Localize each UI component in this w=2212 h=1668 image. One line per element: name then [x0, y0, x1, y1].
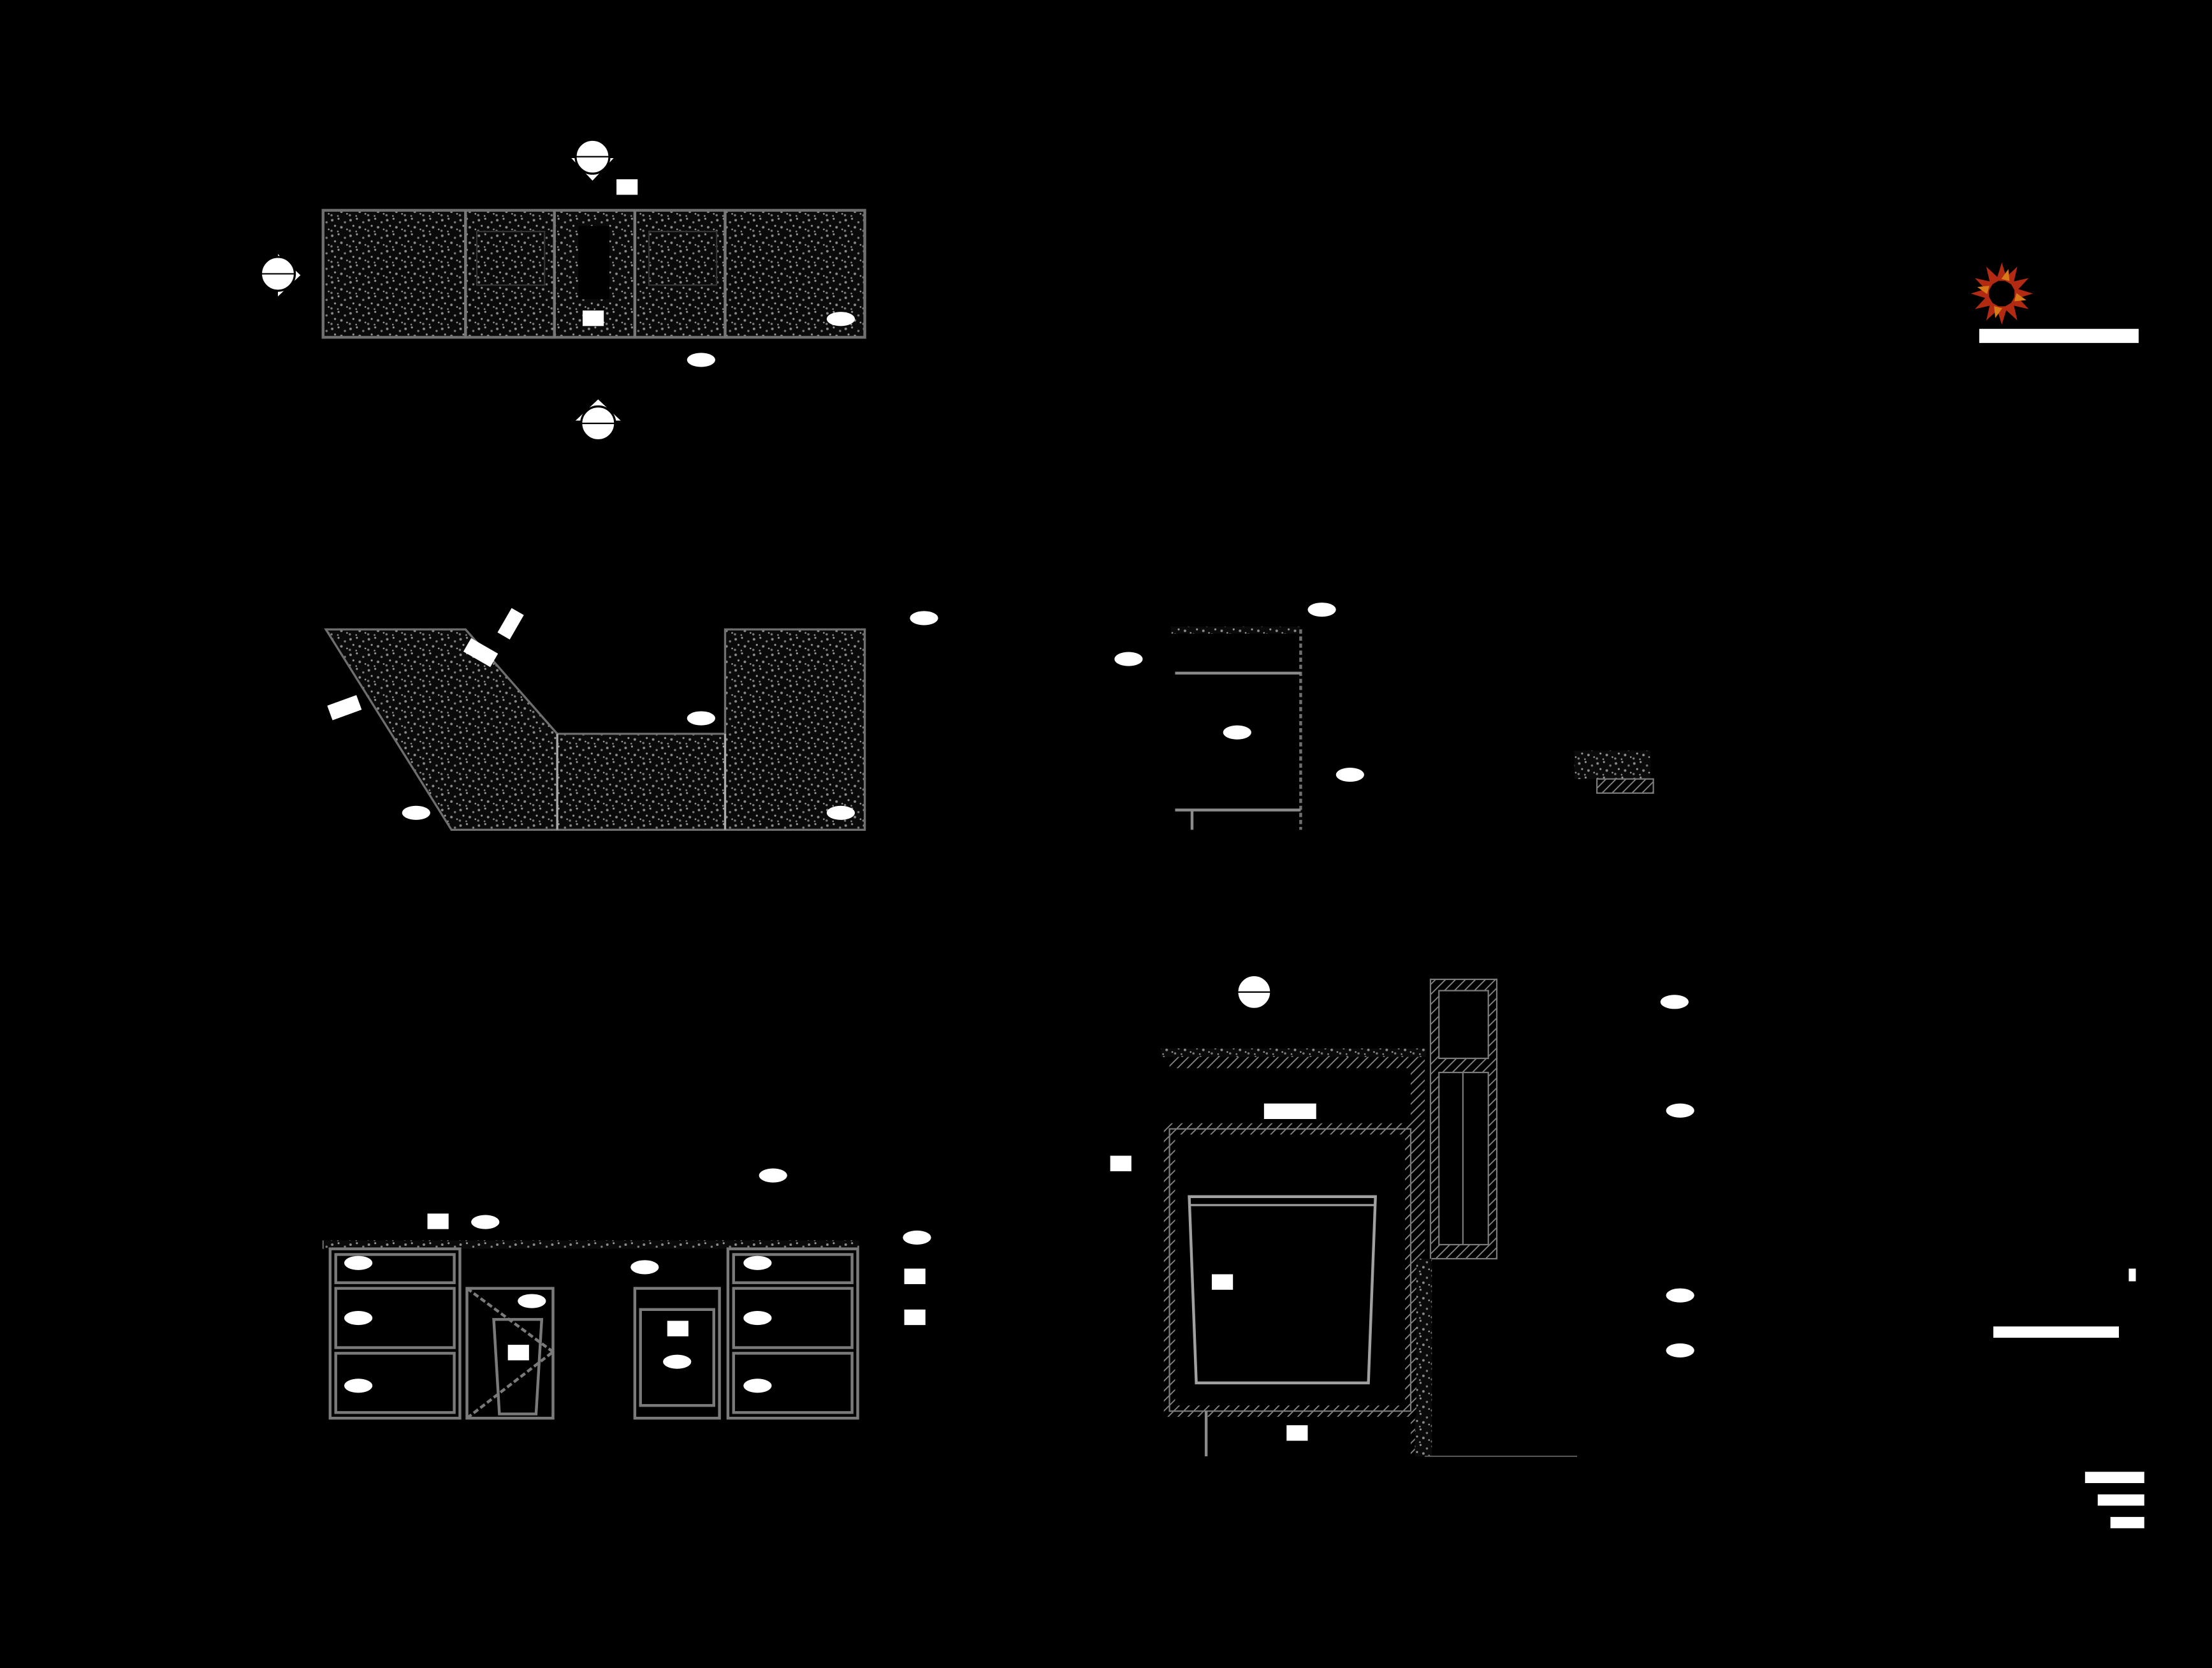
dimension-tag [616, 179, 638, 195]
countertop-edge [323, 1240, 859, 1249]
material-tag [759, 1168, 787, 1183]
lower-plan-view [324, 608, 938, 831]
waste-bin-outline [1188, 1195, 1377, 1385]
material-tag [826, 805, 855, 820]
section-marker [1236, 974, 1272, 1011]
material-tag [1307, 603, 1336, 617]
dimension-tag [497, 608, 524, 640]
dimension-tag [904, 1309, 926, 1326]
material-tag [743, 1310, 772, 1326]
dimension-tag [904, 1268, 926, 1284]
counter-edge [1170, 626, 1301, 634]
sunburst-logo-icon [1970, 262, 2033, 325]
scale-bar [1993, 1326, 2119, 1338]
material-tag [903, 1230, 931, 1245]
dimension-tag [1110, 1155, 1131, 1171]
title-bar [1979, 328, 2139, 343]
dimension-tag [327, 695, 362, 721]
material-tag [910, 611, 938, 626]
dimension-tag [1286, 1425, 1308, 1441]
side-elevation-view [1114, 603, 1364, 830]
material-tag [826, 312, 855, 326]
material-tag [1114, 652, 1143, 666]
base-cabinet-box [1163, 1123, 1416, 1417]
front-elevation-view [322, 1168, 931, 1420]
top-plan-view [259, 138, 866, 442]
edge-detail [1574, 750, 1654, 794]
sheet-index-bars [2085, 1472, 2144, 1528]
section-marker-left [259, 254, 301, 296]
material-tag [344, 1255, 373, 1270]
material-tag [344, 1379, 373, 1393]
material-tag [663, 1354, 692, 1369]
material-tag [1666, 1103, 1694, 1118]
drawer-stack-left [328, 1247, 462, 1420]
dimension-tag [1263, 1103, 1316, 1120]
sink-bowl-left [476, 230, 546, 286]
dimension-tag [427, 1213, 449, 1229]
counter-substrate [1169, 1057, 1416, 1069]
countertop-section [1161, 1048, 1427, 1057]
dimension-tag [667, 1320, 688, 1336]
material-tag [743, 1255, 772, 1270]
material-tag [743, 1379, 772, 1393]
sink-base [633, 1287, 721, 1420]
dimension-tag [1211, 1274, 1233, 1290]
section-view [1110, 974, 1694, 1458]
material-tag [1223, 725, 1251, 740]
dimension-tag [507, 1345, 529, 1361]
dimension-tag [582, 310, 604, 326]
dimension-tag [463, 638, 498, 668]
material-tag [1660, 995, 1689, 1009]
material-tag [402, 805, 430, 820]
material-tag [1666, 1343, 1694, 1358]
section-marker-bottom [575, 399, 621, 442]
material-tag [687, 353, 715, 367]
sink-cutout [578, 226, 610, 300]
section-marker-top [571, 138, 614, 181]
material-tag [1335, 767, 1364, 782]
material-tag [1666, 1288, 1694, 1303]
material-tag [344, 1310, 373, 1326]
material-tag [518, 1294, 546, 1308]
material-tag [687, 711, 715, 726]
counter-angled-plan [324, 628, 866, 831]
sink-bowl-right [648, 230, 718, 286]
trash-pullout [465, 1287, 555, 1420]
material-tag [630, 1260, 659, 1275]
material-tag [471, 1215, 500, 1229]
drawer-stack-right [726, 1247, 859, 1420]
scale-tick [2128, 1268, 2136, 1282]
